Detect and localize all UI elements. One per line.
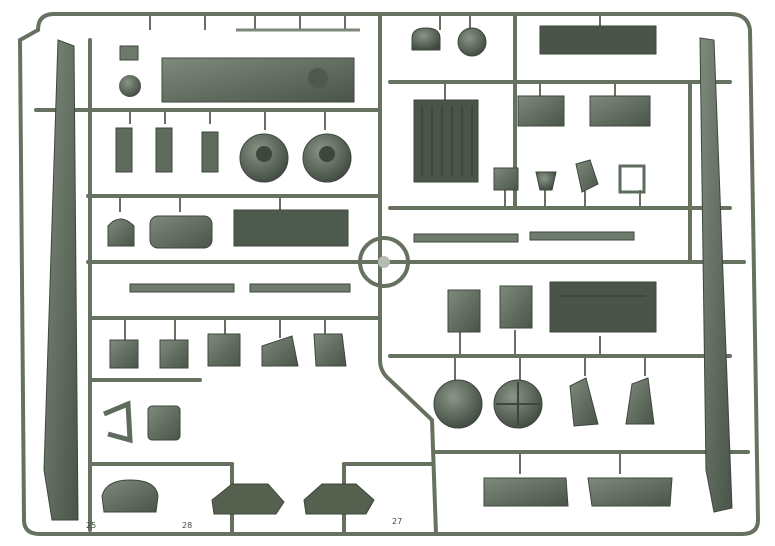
- guard-cage-part: [618, 164, 646, 194]
- bracket-parts: [115, 127, 219, 173]
- clamp-part: [103, 400, 133, 444]
- lamp-housing-part: [101, 479, 159, 513]
- rounded-cover-part: [107, 218, 135, 247]
- wheel-discs: [239, 133, 352, 183]
- seat-part-a: [569, 377, 599, 427]
- shield-part: [535, 171, 557, 191]
- round-lid-part: [457, 27, 487, 57]
- x-brace-part: [493, 167, 519, 191]
- sprue-frame: [17, 12, 761, 536]
- armor-box-part: [233, 209, 349, 247]
- square-plate-left-part: [517, 95, 565, 127]
- mudguard-right-part: [303, 483, 375, 515]
- flap-part-a: [483, 477, 569, 507]
- housing-part: [147, 405, 181, 441]
- flap-part-b: [587, 477, 673, 507]
- box-part-a: [447, 289, 481, 333]
- seat-part-b: [625, 377, 655, 425]
- box-part-b: [499, 285, 533, 329]
- grille-panel-part: [539, 25, 657, 55]
- mudguard-left-part: [211, 483, 285, 515]
- round-cap-part: [411, 27, 441, 51]
- part-number-25: 25: [86, 521, 96, 530]
- disc-part-a: [433, 379, 483, 429]
- ribbed-door-part: [413, 99, 479, 183]
- small-knob-part: [119, 75, 141, 97]
- part-number-28: 28: [182, 521, 192, 530]
- part-number-27: 27: [392, 517, 402, 526]
- hatch-box-parts: [109, 333, 347, 369]
- strip-parts: [129, 231, 635, 293]
- door-ribs: [421, 106, 473, 176]
- small-grille-part: [119, 45, 139, 61]
- panel-hatch-detail: [308, 68, 328, 88]
- square-plate-right-part: [589, 95, 651, 127]
- ribbed-cover-part: [549, 281, 657, 333]
- side-rail-right: [699, 37, 733, 513]
- side-rail-left: [43, 39, 79, 521]
- fender-part: [149, 215, 213, 249]
- disc-b-spokes: [496, 382, 540, 426]
- lamp-part: [575, 159, 599, 193]
- runner-hub: [358, 236, 410, 288]
